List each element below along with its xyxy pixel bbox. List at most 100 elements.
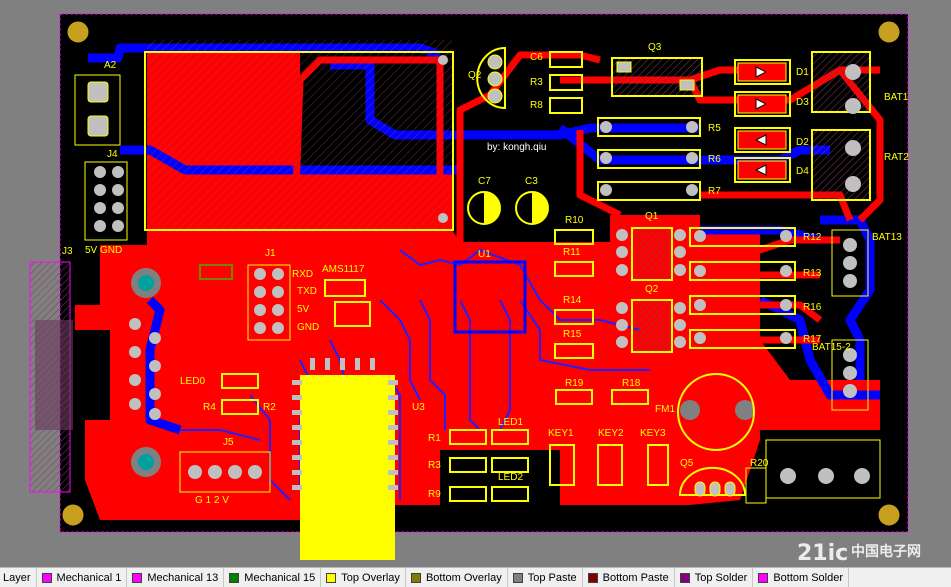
designator-gnd: GND <box>297 322 319 333</box>
designator-key3: KEY3 <box>640 428 666 439</box>
designator-r3: R3 <box>428 460 441 471</box>
layer-tab-layer[interactable]: Layer <box>0 568 37 587</box>
designator-r7: R7 <box>708 186 721 197</box>
layer-tab-label: Layer <box>3 571 31 584</box>
designator-j3: J3 <box>62 246 73 257</box>
through-hole-pads <box>94 55 870 484</box>
layer-color-swatch <box>41 572 52 583</box>
layer-color-swatch <box>587 572 598 583</box>
layer-tab-label: Bottom Paste <box>602 571 669 584</box>
designator-q2: Q2 <box>468 70 482 81</box>
designator-ams1117: AMS1117 <box>322 264 365 275</box>
designator-d2: D2 <box>796 137 809 148</box>
designator-bat1: BAT1 <box>884 92 909 103</box>
layer-tab-bottom-solder[interactable]: Bottom Solder <box>753 568 850 587</box>
designator-r20: R20 <box>750 458 769 469</box>
designator-r5: R5 <box>708 123 721 134</box>
designator-key1: KEY1 <box>548 428 574 439</box>
layer-tab-mechanical-1[interactable]: Mechanical 1 <box>37 568 128 587</box>
layer-tab-top-overlay[interactable]: Top Overlay <box>321 568 406 587</box>
layer-tab-label: Mechanical 1 <box>56 571 122 584</box>
designator-q2: Q2 <box>645 284 659 295</box>
designator-r13: R13 <box>803 268 822 279</box>
designator-r17: R17 <box>803 334 822 345</box>
designator-r8: R8 <box>530 100 543 111</box>
layer-color-swatch <box>758 572 769 583</box>
designator-5v-gnd: 5V GND <box>85 245 122 256</box>
layer-tab-top-solder[interactable]: Top Solder <box>675 568 754 587</box>
designator-fm1: FM1 <box>655 404 675 415</box>
designator-r6: R6 <box>708 154 721 165</box>
designator-5v: 5V <box>297 304 310 315</box>
wifi-module-pins <box>292 358 398 490</box>
designator-j5: J5 <box>223 437 234 448</box>
designator-d3: D3 <box>796 97 809 108</box>
layer-tab-label: Bottom Solder <box>773 571 844 584</box>
designator-r1: R1 <box>428 433 441 444</box>
designator-r10: R10 <box>565 215 584 226</box>
layer-color-swatch <box>326 572 337 583</box>
designator-r12: R12 <box>803 232 822 243</box>
designator-c3: C3 <box>525 176 538 187</box>
layer-color-swatch <box>229 572 240 583</box>
diode-symbols <box>754 66 768 176</box>
layer-tabs-bar: Layer Mechanical 1 Mechanical 13 Mechanical… <box>0 567 951 587</box>
designator-key2: KEY2 <box>598 428 624 439</box>
designator-r15: R15 <box>563 329 582 340</box>
designator-r14: R14 <box>563 295 582 306</box>
designator-r16: R16 <box>803 302 822 313</box>
designator-r2: R2 <box>263 402 276 413</box>
designator-led0: LED0 <box>180 376 205 387</box>
layer-tab-top-paste[interactable]: Top Paste <box>508 568 583 587</box>
designator-bat13: BAT13 <box>872 232 902 243</box>
layer-color-swatch <box>512 572 523 583</box>
component-bodies <box>29 40 871 493</box>
designator-a2: A2 <box>104 60 117 71</box>
layer-tab-label: Top Overlay <box>341 571 400 584</box>
designator-led1: LED1 <box>498 417 523 428</box>
layer-tab-mechanical-13[interactable]: Mechanical 13 <box>127 568 225 587</box>
watermark-brand: 21ic <box>797 541 848 566</box>
layer-tab-label: Mechanical 15 <box>244 571 316 584</box>
mcu-u1 <box>453 260 527 334</box>
designator-led2: LED2 <box>498 472 523 483</box>
designator-d1: D1 <box>796 67 809 78</box>
connector-pads <box>74 74 881 504</box>
designator-u3: U3 <box>412 402 425 413</box>
designator-r9: R9 <box>428 489 441 500</box>
layer-tab-label: Bottom Overlay <box>425 571 502 584</box>
designator-c7: C7 <box>478 176 491 187</box>
designator-rat2: RAT2 <box>884 152 909 163</box>
designator-rxd: RXD <box>292 269 313 280</box>
designator-u1: U1 <box>478 249 491 260</box>
site-watermark: 21ic 中国电子网 <box>797 541 921 566</box>
layer-tab-bottom-paste[interactable]: Bottom Paste <box>583 568 675 587</box>
designator-q3: Q3 <box>648 42 662 53</box>
capacitor-fills <box>484 192 548 224</box>
wifi-module-antenna <box>300 375 395 560</box>
designator-r4: R4 <box>203 402 216 413</box>
designator-bat15-2: BAT15-2 <box>812 342 851 353</box>
large-holes <box>131 268 755 477</box>
silkscreen-outlines <box>199 46 796 502</box>
author-label: by: kongh.qiu <box>487 142 547 153</box>
layer-color-swatch <box>410 572 421 583</box>
designator-q1: Q1 <box>645 211 659 222</box>
designator-r18: R18 <box>622 378 641 389</box>
designator-r11: R11 <box>563 247 581 258</box>
layer-tab-label: Top Solder <box>694 571 748 584</box>
layer-color-swatch <box>679 572 690 583</box>
layer-tab-bottom-overlay[interactable]: Bottom Overlay <box>406 568 508 587</box>
designator-r19: R19 <box>565 378 584 389</box>
designator-c6: C6 <box>530 52 543 63</box>
watermark-site: 中国电子网 <box>851 543 921 560</box>
layer-tab-label: Mechanical 13 <box>147 571 219 584</box>
layer-tab-label: Top Paste <box>527 571 577 584</box>
designator-j4: J4 <box>107 149 118 160</box>
designator-g-1-2-v: G 1 2 V <box>195 495 229 506</box>
layer-tab-mechanical-15[interactable]: Mechanical 15 <box>224 568 322 587</box>
designator-d4: D4 <box>796 166 809 177</box>
